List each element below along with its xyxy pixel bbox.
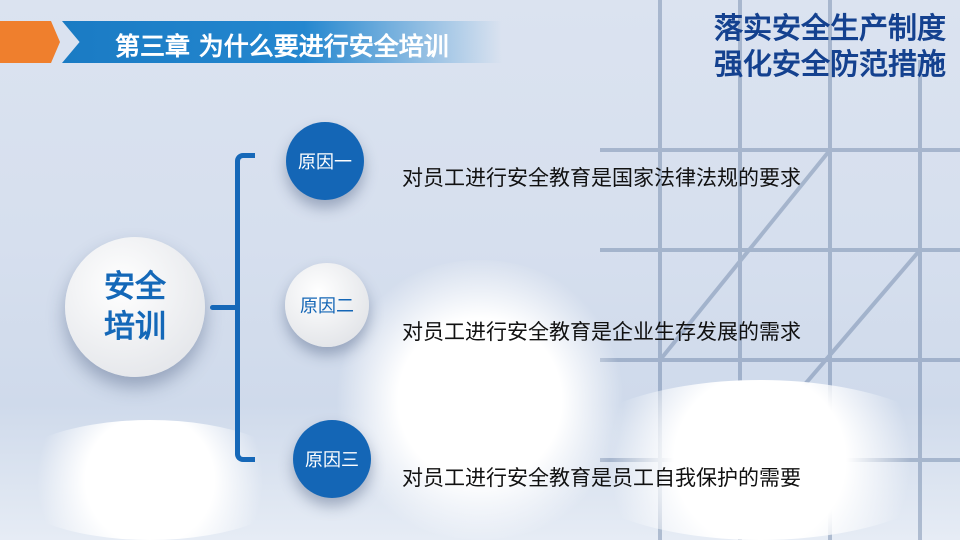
bracket: [235, 153, 255, 462]
center-line-2: 培训: [104, 309, 166, 345]
slogan-line-1: 落实安全生产制度: [713, 11, 946, 45]
reason-circle-3: 原因三: [293, 420, 371, 498]
center-line-1: 安全: [104, 269, 166, 305]
center-circle: 安全 培训: [65, 237, 205, 377]
reason-text-3: 对员工进行安全教育是员工自我保护的需要: [402, 466, 801, 490]
bracket-stem: [210, 305, 238, 310]
cloud: [560, 380, 960, 540]
reason-circle-1: 原因一: [286, 122, 364, 200]
banner-bar: [62, 21, 502, 63]
reason-text-1: 对员工进行安全教育是国家法律法规的要求: [402, 166, 801, 190]
reason-label-2: 原因二: [300, 296, 354, 317]
banner-orange-arrow: [0, 21, 60, 63]
slogan-line-2: 强化安全防范措施: [713, 47, 946, 81]
reason-label-3: 原因三: [305, 450, 359, 471]
slogan: 落实安全生产制度 强化安全防范措施: [714, 10, 946, 82]
cloud: [0, 420, 300, 540]
scaffold-background-image: [600, 0, 960, 540]
reason-circle-2: 原因二: [285, 263, 369, 347]
chapter-title: 第三章 为什么要进行安全培训: [115, 32, 449, 61]
reason-text-2: 对员工进行安全教育是企业生存发展的需求: [402, 320, 801, 344]
reason-label-1: 原因一: [298, 152, 352, 173]
